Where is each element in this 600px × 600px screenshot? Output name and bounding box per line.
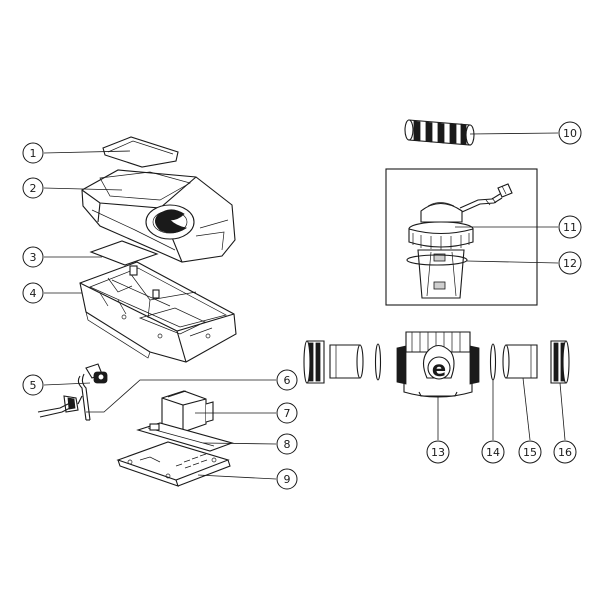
callout-15-label: 15	[523, 446, 537, 459]
callout-6: 6	[276, 369, 298, 391]
callout-16: 16	[553, 440, 577, 464]
callout-7-label: 7	[284, 407, 291, 420]
callout-15: 15	[518, 440, 542, 464]
callout-3: 3	[22, 246, 44, 268]
callout-13: 13	[426, 440, 450, 464]
part-9-mounting-plate	[116, 441, 231, 487]
callout-5: 5	[22, 374, 44, 396]
left-fitting-tailpiece	[329, 344, 364, 379]
callout-11: 11	[558, 215, 582, 239]
callout-12: 12	[558, 251, 582, 275]
callout-4-label: 4	[30, 287, 37, 300]
callout-6-label: 6	[284, 374, 291, 387]
callout-2: 2	[22, 177, 44, 199]
callout-10-label: 10	[563, 127, 577, 140]
left-fitting-nut	[303, 340, 325, 384]
valve-logo-glyph: e	[432, 357, 446, 381]
part-16-union-nut	[550, 340, 570, 384]
callout-12-label: 12	[563, 257, 577, 270]
part-7-transformer	[161, 390, 214, 433]
callout-3-label: 3	[30, 251, 37, 264]
callout-9-label: 9	[284, 473, 291, 486]
callout-10: 10	[558, 121, 582, 145]
part-1-lid	[102, 136, 179, 168]
part-4-base-tray	[79, 261, 237, 363]
callout-4: 4	[22, 282, 44, 304]
part-11-12-inset	[385, 168, 538, 306]
part-10-nut	[404, 119, 475, 146]
part-5-6-cable-connectors	[37, 363, 108, 421]
callout-14-label: 14	[486, 446, 500, 459]
part-2-top-housing	[81, 169, 236, 263]
callout-5-label: 5	[30, 379, 37, 392]
part-15-tailpiece	[502, 344, 538, 379]
callout-14: 14	[481, 440, 505, 464]
leader-lines	[43, 132, 566, 480]
part-13-valve-body: e	[396, 331, 480, 398]
callout-8-label: 8	[284, 438, 291, 451]
callout-8: 8	[276, 433, 298, 455]
callout-1: 1	[22, 142, 44, 164]
callout-7: 7	[276, 402, 298, 424]
part-14-oring	[489, 343, 497, 381]
callout-9: 9	[276, 468, 298, 490]
callout-11-label: 11	[563, 221, 577, 234]
left-fitting-oring	[374, 343, 382, 381]
callout-16-label: 16	[558, 446, 572, 459]
callout-13-label: 13	[431, 446, 445, 459]
callout-1-label: 1	[30, 147, 37, 160]
part-3-gasket	[89, 240, 159, 266]
callout-2-label: 2	[30, 182, 37, 195]
